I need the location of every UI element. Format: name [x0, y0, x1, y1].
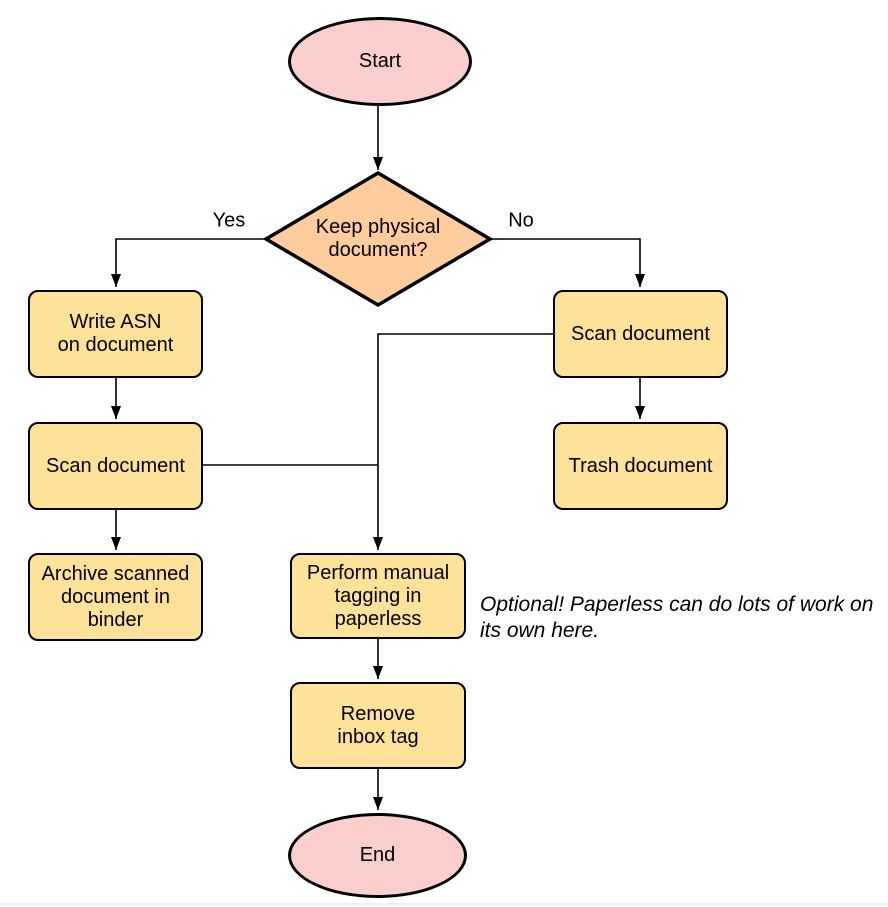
node-archive: Archive scanned document in binder [28, 553, 203, 641]
node-archive-label: Archive scanned document in binder [41, 562, 190, 631]
node-decision-label: Keep physical document? [315, 216, 441, 261]
bottom-divider [0, 903, 888, 905]
node-remove-inbox: Remove inbox tag [290, 682, 466, 769]
edge-scan-right-to-tagging [373, 333, 553, 550]
node-tagging: Perform manual tagging in paperless [290, 553, 466, 639]
edge-label-yes: Yes [209, 209, 249, 233]
node-trash-label: Trash document [568, 454, 713, 477]
node-decision: Keep physical document? [266, 173, 490, 305]
node-write-asn: Write ASN on document [28, 290, 203, 378]
node-scan-left: Scan document [28, 422, 203, 510]
node-end: End [288, 813, 467, 898]
node-start-label: Start [358, 50, 402, 72]
node-trash: Trash document [553, 422, 728, 510]
node-tagging-label: Perform manual tagging in paperless [306, 561, 450, 630]
node-end-label: End [359, 844, 396, 866]
decision-diamond-shape [262, 170, 494, 308]
edge-decision-no-to-scan-right [492, 238, 645, 287]
node-remove-inbox-label: Remove inbox tag [337, 702, 419, 748]
node-scan-left-label: Scan document [46, 454, 185, 477]
node-start: Start [288, 17, 472, 106]
node-scan-right-label: Scan document [571, 322, 710, 345]
node-write-asn-label: Write ASN on document [57, 311, 174, 356]
edge-label-no: No [505, 209, 537, 233]
node-scan-right: Scan document [553, 290, 728, 378]
annotation-optional-note: Optional! Paperless can do lots of work … [480, 593, 874, 642]
edge-decision-yes-to-write-asn [111, 238, 264, 287]
